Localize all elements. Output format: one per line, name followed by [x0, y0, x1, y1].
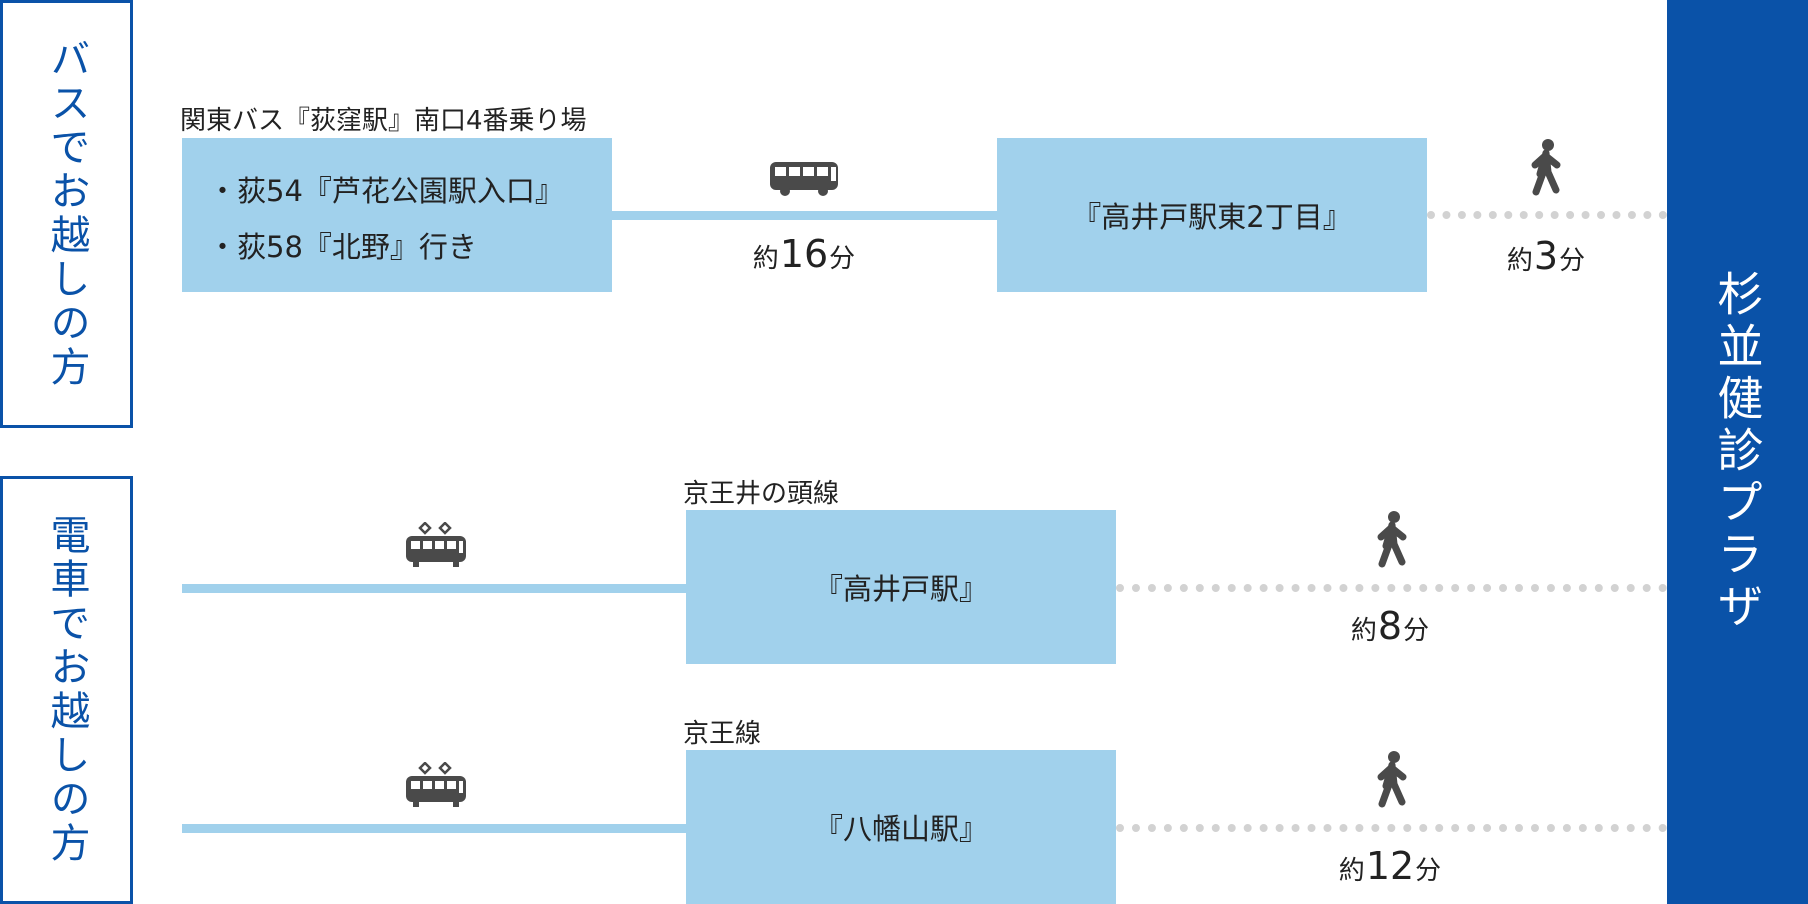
train-walk-time-suffix: 分	[1403, 616, 1430, 646]
alight-stop-label: 『高井戸駅東2丁目』	[1072, 200, 1352, 234]
train-section-label: 電車でお越しの方	[0, 476, 133, 904]
bus-route-item: ・荻54『芦花公園駅入口』	[208, 174, 564, 208]
train-icon	[406, 762, 466, 807]
destination-label: 杉並健診プラザ	[1710, 270, 1765, 634]
train-route-line	[182, 584, 686, 593]
bus-walk-time-suffix: 分	[1559, 246, 1586, 276]
bus-stop-label: 関東バス『荻窪駅』南口4番乗り場	[180, 106, 587, 136]
train-walk-time-number: 12	[1365, 844, 1415, 888]
bus-walk-line	[1427, 211, 1667, 219]
bus-route-item: ・荻58『北野』行き	[208, 230, 477, 264]
train-line-label: 京王線	[683, 719, 762, 749]
bus-route-line	[612, 211, 997, 220]
walking-person-icon	[1377, 751, 1407, 808]
bus-walk-time-prefix: 約	[1506, 246, 1533, 276]
bus-ride-time-prefix: 約	[752, 244, 779, 274]
train-walk-time-number: 8	[1377, 604, 1403, 648]
walking-person-icon	[1377, 511, 1407, 568]
train-walk-time-suffix: 分	[1415, 856, 1442, 886]
station-label: 『高井戸駅』	[813, 572, 988, 606]
bus-routes-box: ・荻54『芦花公園駅入口』 ・荻58『北野』行き	[182, 138, 612, 292]
station-box: 『八幡山駅』	[686, 750, 1116, 904]
train-walk-line	[1116, 584, 1667, 592]
train-line-label: 京王井の頭線	[683, 479, 840, 509]
train-walk-time-prefix: 約	[1350, 616, 1377, 646]
train-icon	[406, 522, 466, 567]
station-box: 『高井戸駅』	[686, 510, 1116, 664]
bus-section-label: バスでお越しの方	[0, 0, 133, 428]
train-walk-line	[1116, 824, 1667, 832]
train-section-label-text: 電車でお越しの方	[43, 514, 90, 866]
bus-icon	[770, 162, 838, 196]
bus-section-label-text: バスでお越しの方	[43, 38, 90, 390]
bus-ride-time-suffix: 分	[829, 244, 856, 274]
bus-walk-time-number: 3	[1533, 234, 1559, 278]
train-route-line	[182, 824, 686, 833]
destination-panel: 杉並健診プラザ	[1667, 0, 1808, 904]
station-label: 『八幡山駅』	[813, 812, 988, 846]
bus-ride-time-number: 16	[779, 232, 829, 276]
walking-person-icon	[1531, 139, 1561, 196]
alight-stop-box: 『高井戸駅東2丁目』	[997, 138, 1427, 292]
train-walk-time-prefix: 約	[1338, 856, 1365, 886]
